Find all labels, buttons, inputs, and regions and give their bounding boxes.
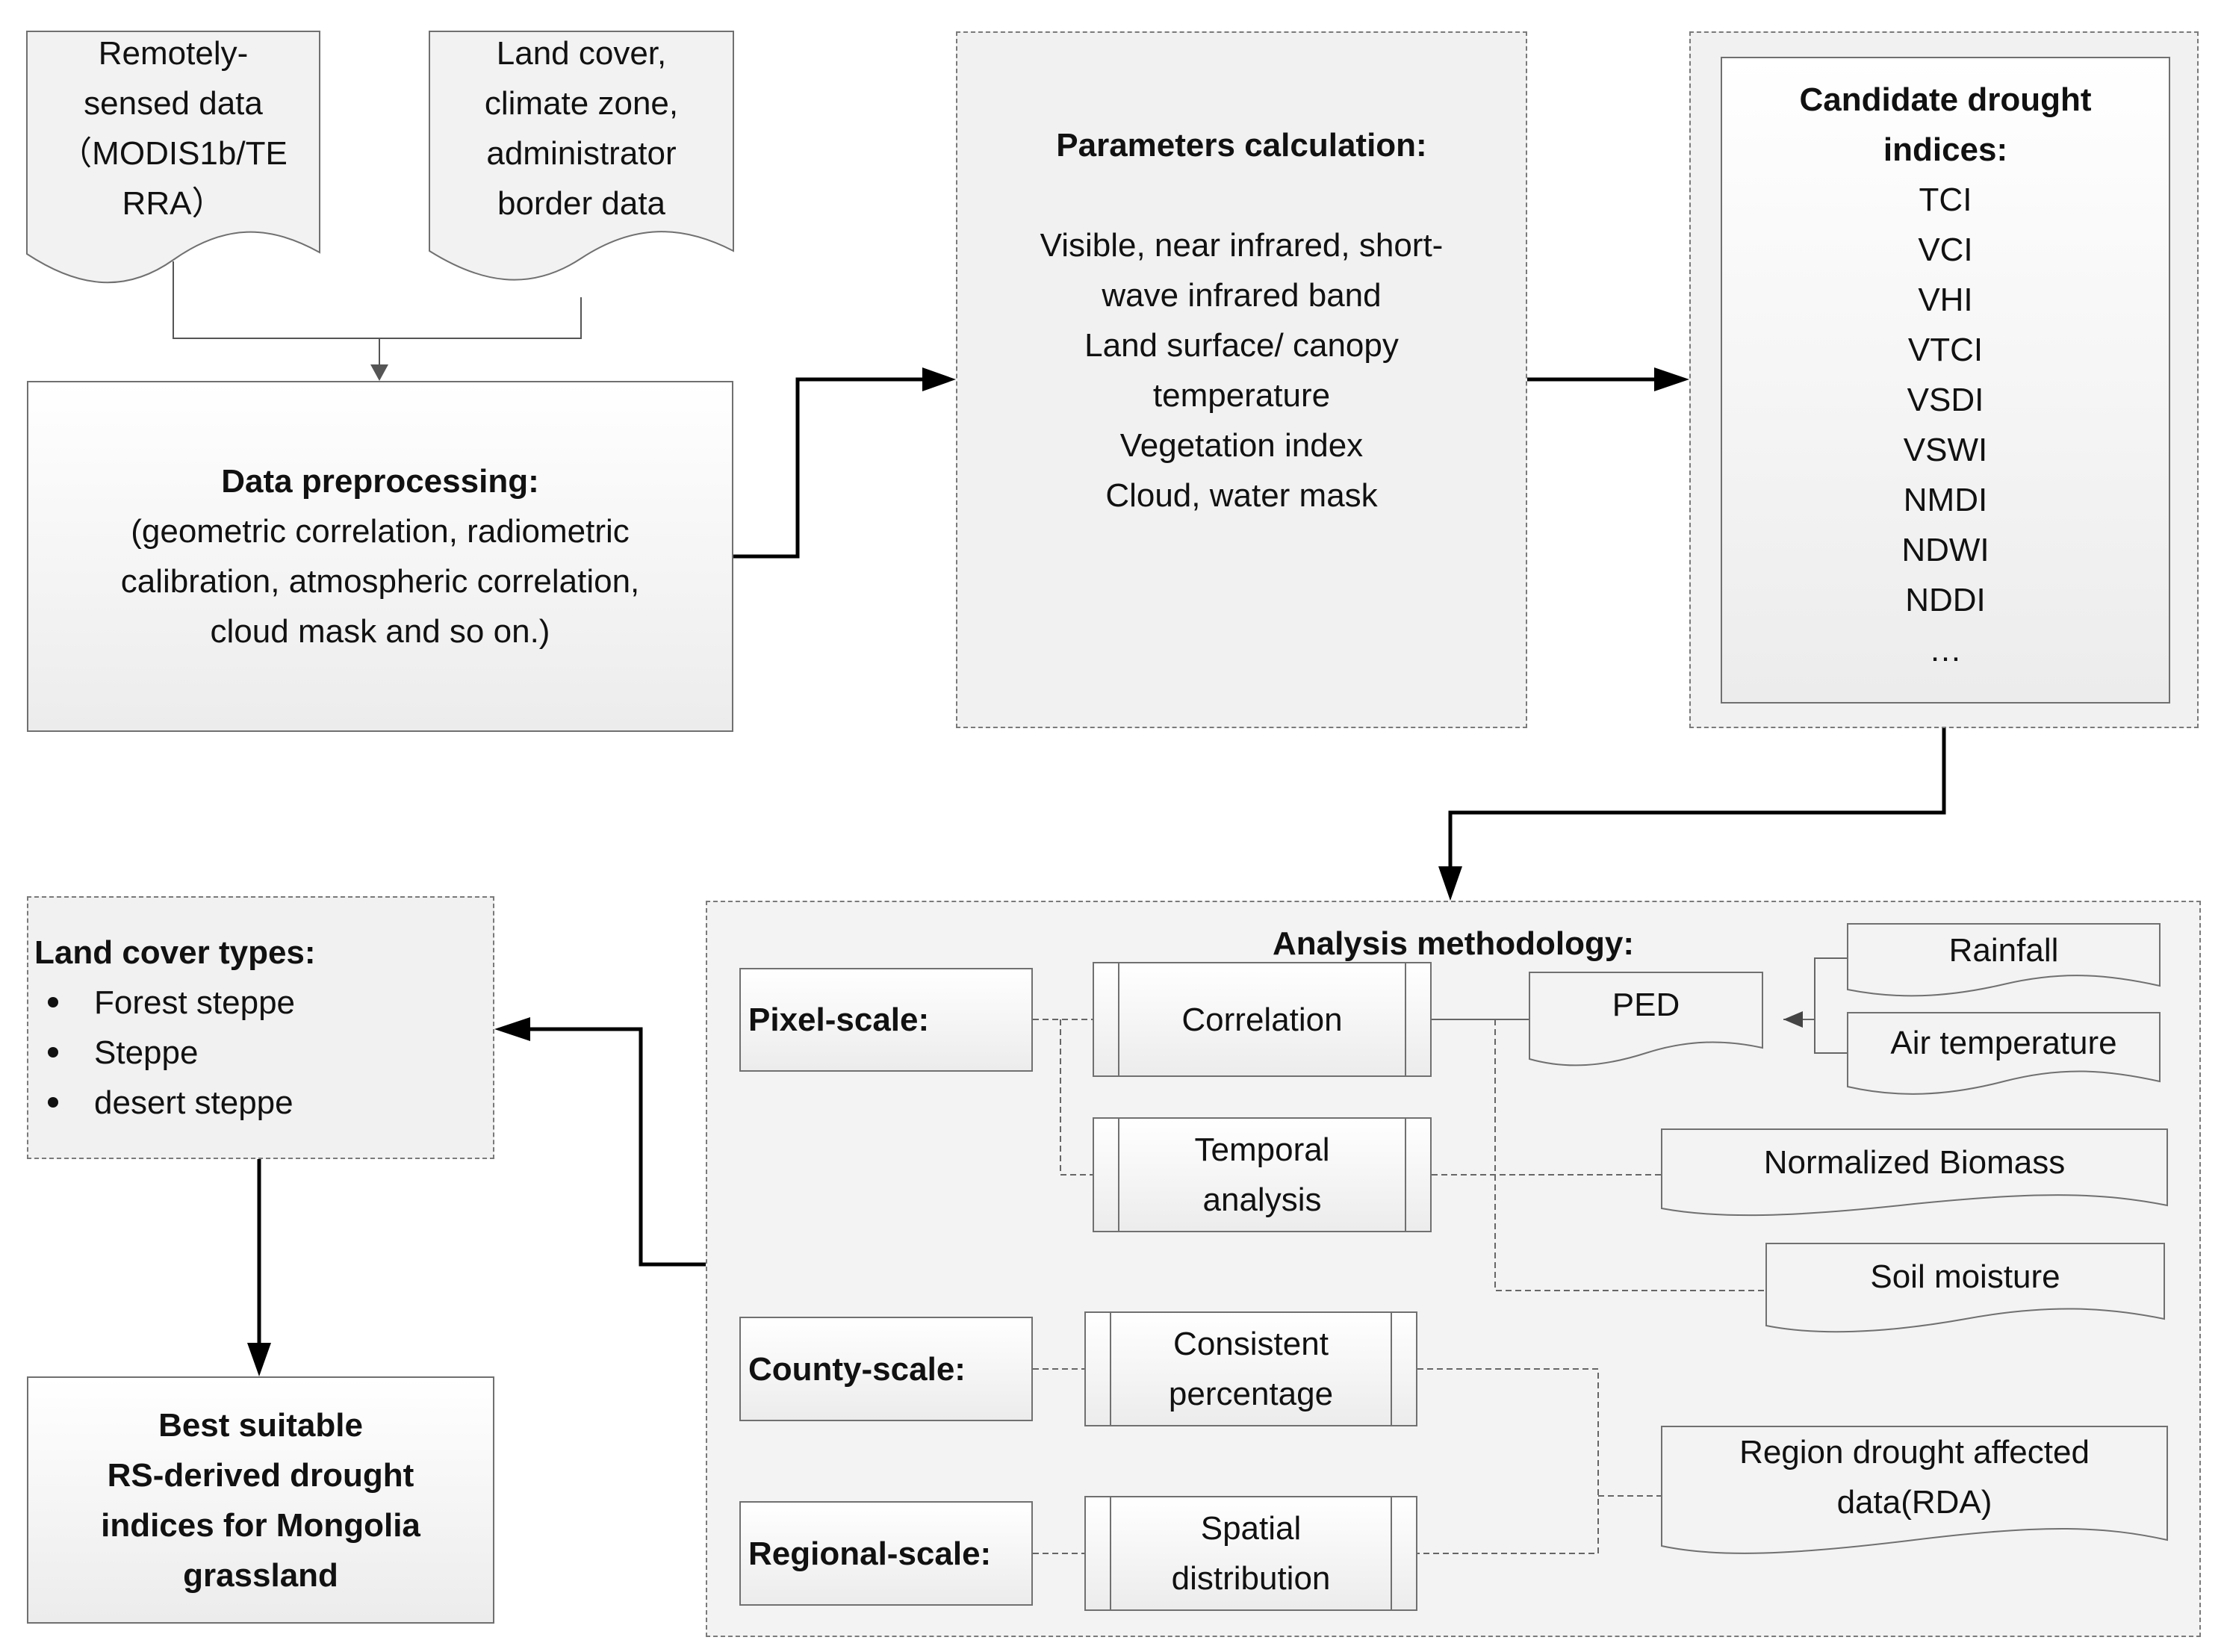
index-vci: VCI: [1918, 232, 1973, 268]
sources-to-preprocessing-connector: [173, 261, 582, 366]
preprocessing-line-2: calibration, atmospheric correlation,: [120, 563, 640, 600]
county-scale-label: County-scale:: [748, 1350, 966, 1388]
landcover-line-1: Land cover,: [496, 35, 667, 72]
landcover-types-node: Land cover types: Forest steppe Steppe d…: [27, 896, 494, 1159]
parameters-arrowhead: [922, 367, 956, 391]
parameters-calculation-node: Parameters calculation: Visible, near in…: [956, 31, 1527, 728]
rda-line-1: Region drought affected: [1739, 1434, 2090, 1471]
best-indices-result-node: Best suitable RS-derived drought indices…: [27, 1376, 494, 1624]
candidate-title-2: indices:: [1883, 131, 2008, 168]
county-scale-node: County-scale:: [739, 1317, 1033, 1421]
spatial-line-2: distribution: [1171, 1560, 1331, 1597]
regional-scale-label: Regional-scale:: [748, 1535, 992, 1572]
result-line-1: Best suitable: [158, 1406, 363, 1444]
ped-node: PED: [1529, 972, 1762, 1037]
preprocessing-line-3: cloud mask and so on.): [210, 613, 550, 650]
parameters-line-3: Land surface/ canopy: [1084, 326, 1399, 364]
spatial-line-1: Spatial: [1200, 1510, 1302, 1547]
landcover-arrowhead: [494, 1017, 530, 1041]
index-nmdi: NMDI: [1903, 482, 1988, 518]
rda-node: Region drought affected data(RDA): [1662, 1426, 2167, 1528]
index-vtci: VTCI: [1907, 332, 1984, 368]
index-nddi: NDDI: [1905, 582, 1986, 618]
preprocessing-title: Data preprocessing:: [221, 463, 539, 500]
preprocessing-line-1: (geometric correlation, radiometric: [131, 513, 630, 550]
candidates-arrowhead: [1654, 367, 1689, 391]
temporal-line-1: Temporal: [1194, 1131, 1330, 1168]
index-vsdi: VSDI: [1907, 382, 1984, 418]
landcover-types-list: Forest steppe Steppe desert steppe: [34, 978, 493, 1128]
remote-sensing-data-node: Remotely- sensed data （MODIS1b/TE RRA）: [27, 28, 320, 229]
temporal-line-2: analysis: [1202, 1181, 1322, 1218]
consistent-line-1: Consistent: [1173, 1326, 1329, 1362]
result-line-2: RS-derived drought: [107, 1456, 414, 1494]
analysis-arrowhead: [1438, 866, 1462, 901]
candidate-indices-node: Candidate drought indices: TCI VCI VHI V…: [1721, 57, 2170, 704]
parameters-line-1: Visible, near infrared, short-: [1040, 226, 1444, 264]
candidates-to-analysis-arrow: [1448, 728, 1946, 866]
temporal-analysis-node: Temporal analysis: [1093, 1117, 1432, 1232]
soil-moisture-label: Soil moisture: [1870, 1258, 2060, 1295]
candidate-indices-outer: Candidate drought indices: TCI VCI VHI V…: [1689, 31, 2199, 728]
remote-line-3: （MODIS1b/TE: [59, 135, 288, 172]
preprocessing-to-parameters-arrow: [733, 377, 922, 559]
rainfall-label: Rainfall: [1948, 931, 2059, 969]
analysis-to-landcover-arrow: [529, 1027, 706, 1267]
remote-line-2: sensed data: [84, 85, 263, 122]
remote-line-1: Remotely-: [98, 35, 249, 72]
pixel-scale-label: Pixel-scale:: [748, 1002, 930, 1038]
analysis-title: Analysis methodology:: [1272, 925, 1635, 962]
parameters-line-6: Cloud, water mask: [1105, 476, 1378, 514]
result-arrowhead: [247, 1343, 271, 1376]
biomass-label: Normalized Biomass: [1763, 1143, 2066, 1181]
landcover-line-3: administrator: [486, 135, 677, 172]
result-line-3: indices for Mongolia: [101, 1506, 420, 1544]
candidate-title-1: Candidate drought: [1799, 81, 2092, 118]
result-line-4: grassland: [183, 1556, 338, 1594]
pixel-scale-node: Pixel-scale:: [739, 968, 1033, 1072]
landcover-item-steppe: Steppe: [34, 1028, 493, 1078]
consistent-percentage-node: Consistent percentage: [1084, 1311, 1417, 1426]
soil-moisture-node: Soil moisture: [1766, 1245, 2164, 1308]
index-tci: TCI: [1919, 181, 1972, 218]
air-temperature-node: Air temperature: [1848, 1014, 2160, 1071]
normalized-biomass-node: Normalized Biomass: [1662, 1131, 2167, 1193]
consistent-line-2: percentage: [1168, 1376, 1334, 1412]
rda-line-2: data(RDA): [1836, 1484, 1992, 1521]
index-ellipsis: …: [1929, 632, 1962, 668]
data-preprocessing-node: Data preprocessing: (geometric correlati…: [27, 381, 733, 732]
ped-label: PED: [1612, 986, 1680, 1023]
landcover-item-forest-steppe: Forest steppe: [34, 978, 493, 1028]
remote-line-4: RRA）: [122, 185, 225, 222]
preprocessing-arrowhead: [370, 364, 388, 381]
landcover-types-title: Land cover types:: [34, 934, 316, 971]
index-vhi: VHI: [1918, 282, 1973, 318]
regional-scale-node: Regional-scale:: [739, 1501, 1033, 1606]
air-temperature-label: Air temperature: [1890, 1024, 2117, 1061]
index-ndwi: NDWI: [1901, 532, 1990, 568]
correlation-process-node: Correlation: [1093, 962, 1432, 1077]
parameters-line-5: Vegetation index: [1119, 426, 1364, 464]
spatial-distribution-node: Spatial distribution: [1084, 1496, 1417, 1611]
parameters-line-4: temperature: [1152, 376, 1331, 414]
correlation-label: Correlation: [1181, 1001, 1343, 1038]
parameters-line-2: wave infrared band: [1102, 276, 1382, 314]
parameters-title: Parameters calculation:: [1056, 126, 1427, 164]
landcover-item-desert-steppe: desert steppe: [34, 1078, 493, 1128]
landcover-line-4: border data: [497, 185, 666, 222]
index-vswi: VSWI: [1903, 432, 1988, 468]
landcover-data-node: Land cover, climate zone, administrator …: [429, 28, 733, 229]
landcover-line-2: climate zone,: [484, 85, 679, 122]
rainfall-node: Rainfall: [1848, 924, 2160, 976]
